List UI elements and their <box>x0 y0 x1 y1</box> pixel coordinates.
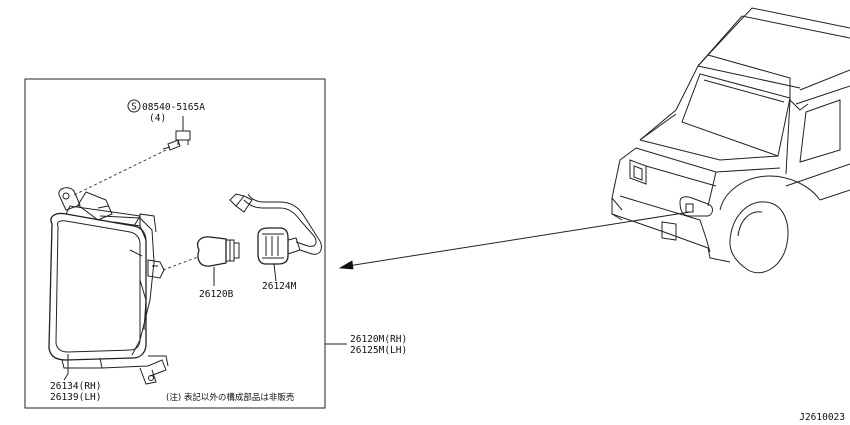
socket-leader-line <box>273 263 277 282</box>
socket-part-number[interactable]: 26124M <box>262 281 297 292</box>
socket-harness-icon[interactable] <box>229 193 322 265</box>
footnote: (注) 表記以外の構成部品は非販売 <box>166 392 295 403</box>
fog-lamp-assembly[interactable] <box>48 187 169 385</box>
location-pointer-arrow <box>338 211 691 270</box>
screw-part-number[interactable]: 08540-5165A <box>142 102 205 113</box>
diagram-code: J2610023 <box>799 412 845 423</box>
screw-label-group: S 08540-5165A (4) <box>127 99 205 124</box>
assembly-part-number-rh[interactable]: 26120M(RH) <box>350 334 407 345</box>
bulb-guide-line <box>162 256 199 271</box>
screw-quantity: (4) <box>149 113 166 124</box>
lens-leader-line <box>63 354 69 381</box>
screw-icon[interactable] <box>162 116 191 151</box>
s-circle-letter: S <box>131 102 137 113</box>
bulb-part-number[interactable]: 26120B <box>199 289 234 300</box>
lens-part-number-rh[interactable]: 26134(RH) <box>50 381 101 392</box>
screw-guide-line <box>71 149 167 197</box>
assembly-part-number-lh[interactable]: 26125M(LH) <box>350 345 407 356</box>
bulb-icon[interactable] <box>196 236 240 267</box>
lens-part-number-lh[interactable]: 26139(LH) <box>50 392 101 403</box>
detail-frame <box>24 78 326 409</box>
vehicle-illustration <box>611 7 850 274</box>
s-circle-icon <box>127 99 141 113</box>
